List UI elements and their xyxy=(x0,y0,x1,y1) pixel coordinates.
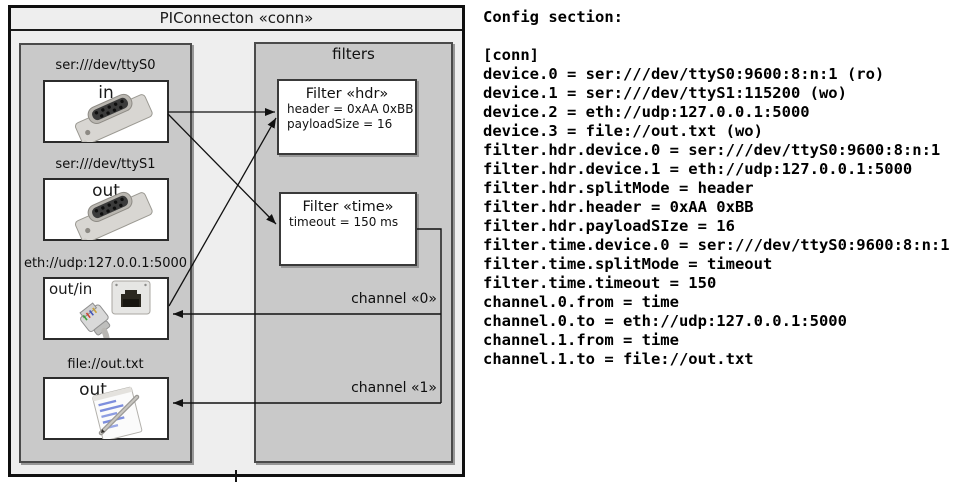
config-line: device.0 = ser:///dev/ttyS0:9600:8:n:1 (… xyxy=(483,65,885,83)
device-box-eth: out/in xyxy=(43,277,169,340)
device-label-eth: eth://udp:127.0.0.1:5000 xyxy=(23,256,188,271)
config-line: channel.1.to = file://out.txt xyxy=(483,350,754,368)
bottom-center-tick xyxy=(235,470,237,482)
config-line: channel.0.to = eth://udp:127.0.0.1:5000 xyxy=(483,312,847,330)
filter-time-box: Filter «time» timeout = 150 ms xyxy=(279,192,417,266)
device-mode-label: in xyxy=(98,83,114,103)
device-label-ttys0: ser:///dev/ttyS0 xyxy=(55,58,156,73)
diagram-title: PIConnecton «conn» xyxy=(159,9,314,27)
config-line: channel.1.from = time xyxy=(483,331,679,349)
device-box-file: out xyxy=(43,377,169,440)
serial-connector-icon xyxy=(74,93,153,142)
config-line: filter.time.splitMode = timeout xyxy=(483,255,773,273)
filter-time-title: Filter «time» xyxy=(302,199,394,215)
ethernet-connector-icon xyxy=(79,280,151,338)
channel-1-label: channel «1» xyxy=(351,380,437,396)
config-section: Config section: [conn] device.0 = ser://… xyxy=(483,8,961,369)
config-line: filter.hdr.payloadSIze = 16 xyxy=(483,217,735,235)
title-separator xyxy=(11,29,462,31)
config-line: channel.0.from = time xyxy=(483,293,679,311)
serial-connector-icon xyxy=(74,191,153,240)
config-line: device.2 = eth://udp:127.0.0.1:5000 xyxy=(483,103,810,121)
config-line: filter.hdr.device.1 = eth://udp:127.0.0.… xyxy=(483,160,913,178)
config-line: filter.time.timeout = 150 xyxy=(483,274,717,292)
channel-0-label: channel «0» xyxy=(351,291,437,307)
config-line: filter.hdr.device.0 = ser:///dev/ttyS0:9… xyxy=(483,141,941,159)
config-line: filter.hdr.header = 0xAA 0xBB xyxy=(483,198,754,216)
config-line: [conn] xyxy=(483,46,539,64)
device-box-ttys0: in xyxy=(43,80,169,143)
device-label-ttys1: ser:///dev/ttyS1 xyxy=(55,157,156,172)
config-line: filter.hdr.splitMode = header xyxy=(483,179,754,197)
filters-panel-title: filters xyxy=(332,45,375,63)
config-line: device.3 = file://out.txt (wo) xyxy=(483,122,763,140)
filter-hdr-param-payloadsize: payloadSize = 16 xyxy=(287,117,393,131)
config-heading: Config section: xyxy=(483,8,623,26)
notepad-icon xyxy=(92,386,143,439)
config-line: filter.time.device.0 = ser:///dev/ttyS0:… xyxy=(483,236,950,254)
device-label-file: file://out.txt xyxy=(67,357,144,372)
config-line xyxy=(483,27,961,46)
config-line: device.1 = ser:///dev/ttyS1:115200 (wo) xyxy=(483,84,847,102)
device-mode-label: out/in xyxy=(49,280,93,298)
filter-hdr-box: Filter «hdr» header = 0xAA 0xBB payloadS… xyxy=(277,79,417,155)
filter-hdr-title: Filter «hdr» xyxy=(305,86,389,102)
filter-time-param-timeout: timeout = 150 ms xyxy=(289,215,399,229)
filter-hdr-param-header: header = 0xAA 0xBB xyxy=(287,102,414,116)
device-box-ttys1: out xyxy=(43,178,169,241)
